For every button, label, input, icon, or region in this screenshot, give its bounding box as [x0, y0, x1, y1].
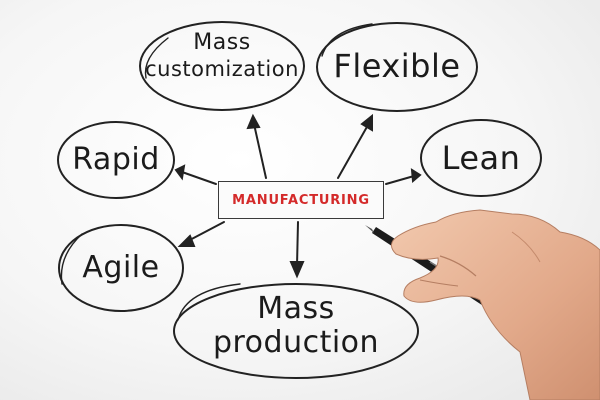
- mass-customization-line2: customization: [145, 57, 299, 81]
- mass-production-ellipse: [173, 283, 419, 379]
- central-topic-label: MANUFACTURING: [232, 192, 370, 208]
- connector-agile: [177, 221, 225, 247]
- agile-label: Agile: [82, 250, 160, 285]
- lean-ellipse: [420, 119, 542, 197]
- connector-lean: [385, 168, 422, 185]
- mass-production-ellipse-overstroke: [177, 283, 241, 321]
- agile-ellipse-overstroke: [60, 233, 83, 285]
- mass-customization-ellipse: [139, 21, 305, 111]
- lean-label: Lean: [441, 139, 521, 177]
- hand: [391, 209, 600, 400]
- mass-customization-label: Mass customization: [140, 30, 304, 82]
- connector-rapid: [174, 164, 217, 185]
- agile-ellipse: [58, 224, 184, 312]
- connector-mass-production: [289, 221, 305, 279]
- flexible-ellipse-overstroke: [321, 23, 373, 57]
- mass-production-label: Mass production: [180, 292, 412, 360]
- mass-production-line2: production: [212, 325, 380, 360]
- mass-customization-ellipse-overstroke: [144, 37, 169, 79]
- connector-flexible: [337, 113, 373, 179]
- mass-customization-line1: Mass: [193, 30, 251, 55]
- rapid-label: Rapid: [72, 142, 160, 177]
- flexible-ellipse: [316, 22, 478, 112]
- mass-production-line1: Mass: [257, 291, 335, 326]
- central-topic-box: MANUFACTURING: [218, 181, 384, 219]
- flexible-label: Flexible: [333, 47, 461, 85]
- connector-mass-customization: [246, 113, 267, 179]
- rapid-ellipse: [57, 121, 175, 199]
